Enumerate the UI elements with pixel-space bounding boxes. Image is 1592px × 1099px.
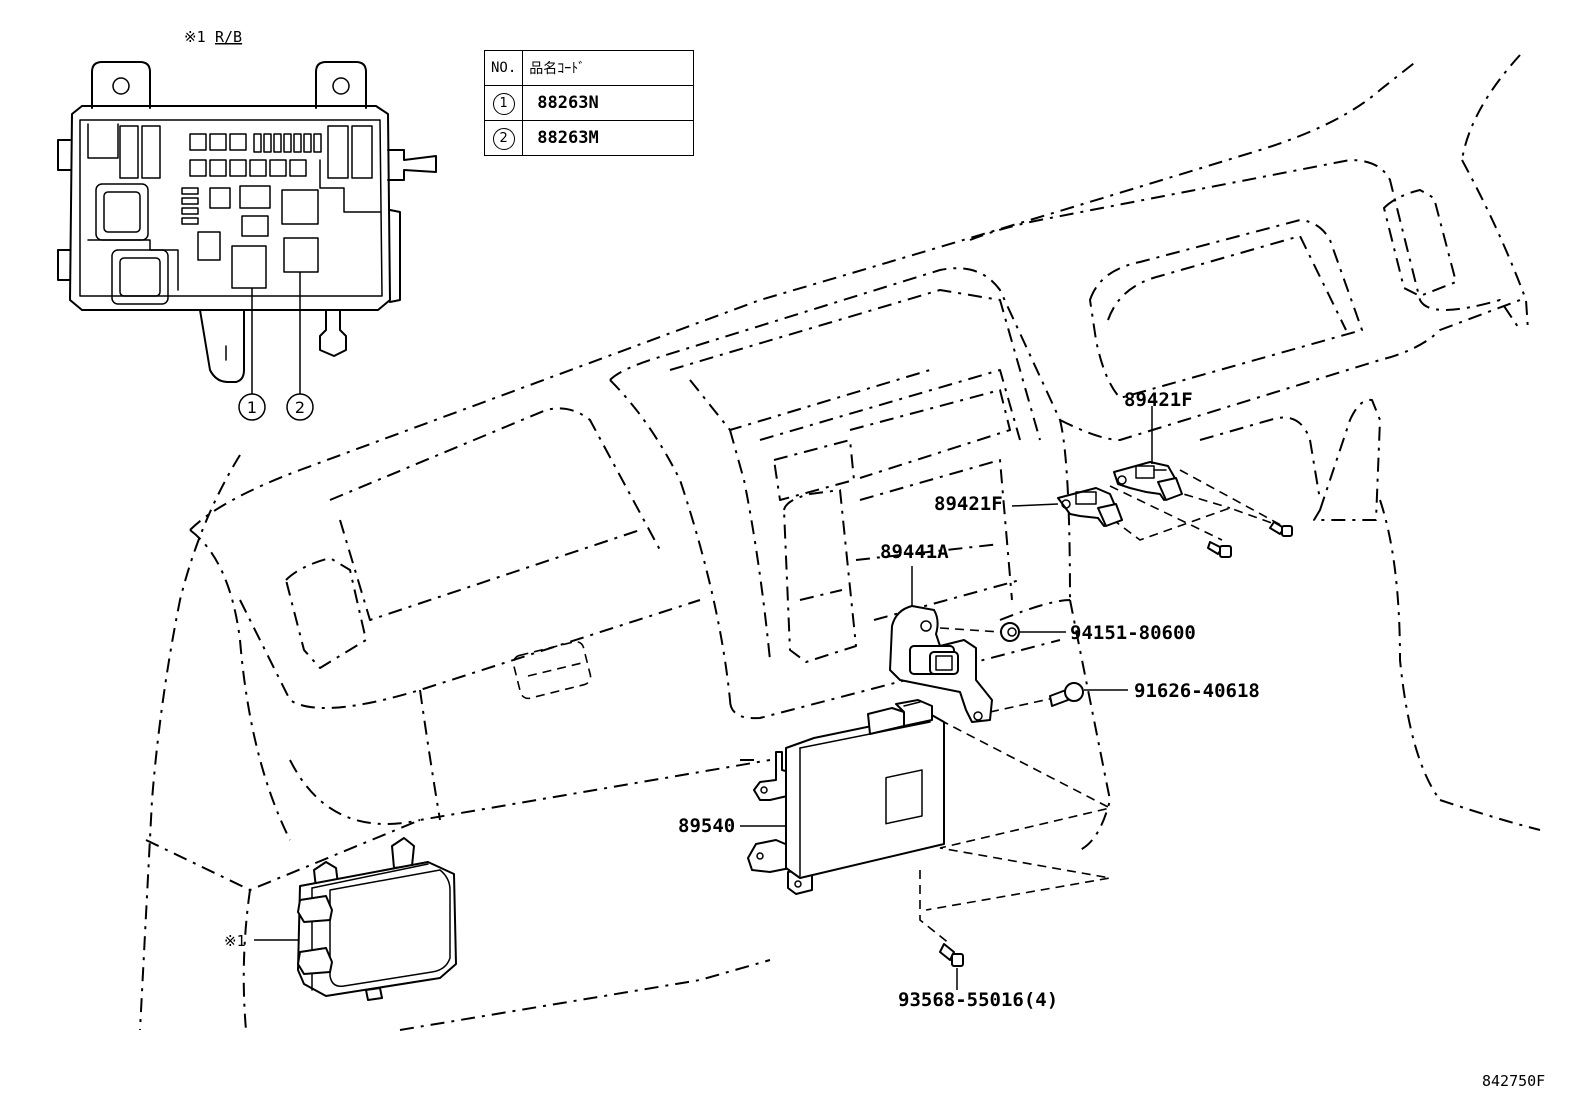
nut-94151-80600 xyxy=(1000,622,1066,642)
legend-row: 2 88263M xyxy=(483,120,695,156)
sensor-89421f-right xyxy=(1113,406,1183,501)
relay-block-title-mark: ※1 xyxy=(184,28,206,46)
label-91626-40618: 91626-40618 xyxy=(1134,680,1260,702)
part-code-legend: NO. 品名ｺｰﾄﾞ 1 88263N 2 88263M xyxy=(483,50,695,156)
callout-2-circle xyxy=(286,393,314,421)
relay-block-inset: ※1 R/B xyxy=(57,28,437,421)
instrument-panel-outline xyxy=(139,54,1541,1031)
legend-header-row: NO. 品名ｺｰﾄﾞ xyxy=(483,50,695,86)
legend-row-number: 1 xyxy=(492,92,515,115)
label-93568-55016: 93568-55016(4) xyxy=(898,989,1058,1011)
bolt-91626-40618 xyxy=(1049,682,1128,707)
sensor-89421f-center xyxy=(1011,487,1123,527)
mounting-guide-lines xyxy=(919,469,1291,945)
legend-row-number: 2 xyxy=(492,127,515,150)
relay-block-title-code: R/B xyxy=(215,28,242,46)
label-94151-80600: 94151-80600 xyxy=(1070,622,1196,644)
label-89441a: 89441A xyxy=(880,541,949,563)
label-89421f-right: 89421F xyxy=(1124,389,1193,411)
callout-1: 1 xyxy=(247,398,257,417)
label-89421f-center: 89421F xyxy=(934,493,1003,515)
callout-1-circle xyxy=(238,393,266,421)
label-relay-block-ref: ※1 xyxy=(224,932,246,950)
callout-2: 2 xyxy=(295,398,305,417)
legend-row: 1 88263N xyxy=(483,85,695,121)
legend-header-no: NO. xyxy=(483,50,524,86)
bolt-right xyxy=(1269,521,1293,537)
legend-header-code: 品名ｺｰﾄﾞ xyxy=(522,50,695,86)
legend-row-code: 88263N xyxy=(522,85,695,121)
relay-block-installed xyxy=(254,837,457,1001)
label-89540: 89540 xyxy=(678,815,735,837)
bolt-center xyxy=(1207,541,1232,558)
ecu-89540 xyxy=(740,699,945,895)
legend-row-code: 88263M xyxy=(522,120,695,156)
screw-93568-55016 xyxy=(939,943,964,990)
figure-code: 842750F xyxy=(1482,1072,1545,1090)
sensor-89441a xyxy=(889,566,993,723)
